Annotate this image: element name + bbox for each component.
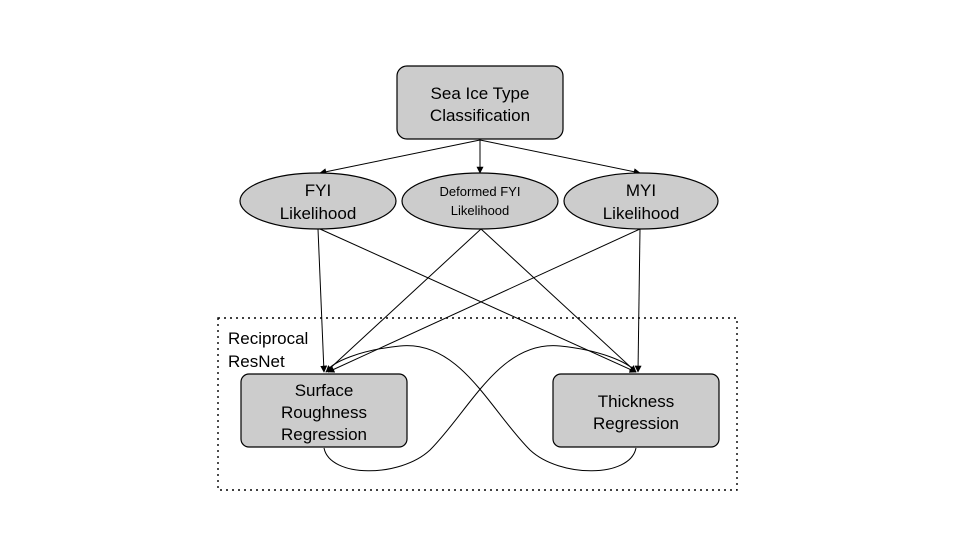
edge-myi-roughness <box>327 228 641 373</box>
node-roughness-line-2: Roughness <box>281 403 367 422</box>
group-label-line-2: ResNet <box>228 352 285 371</box>
node-deformed-fyi-likelihood <box>401 172 559 230</box>
curve-roughness-to-thickness <box>323 345 637 472</box>
node-deformed-line-1: Deformed FYI <box>440 184 521 199</box>
node-classification-line-1: Sea Ice Type <box>431 84 530 103</box>
node-roughness-line-1: Surface <box>295 381 354 400</box>
node-myi-likelihood <box>563 172 719 230</box>
edge-myi-thickness <box>634 228 642 373</box>
node-thickness-line-2: Regression <box>593 414 679 433</box>
reciprocal-resnet-group <box>217 317 738 491</box>
node-thickness-line-1: Thickness <box>598 392 675 411</box>
node-myi-line-1: MYI <box>626 181 656 200</box>
edge-classification-fyi <box>319 139 481 176</box>
group-label-line-1: Reciprocal <box>228 329 308 348</box>
node-fyi-likelihood <box>239 172 397 230</box>
node-myi-line-2: Likelihood <box>603 204 680 223</box>
node-thickness-regression <box>552 373 720 448</box>
node-fyi-line-1: FYI <box>305 181 331 200</box>
node-sea-ice-type-classification <box>396 65 564 140</box>
edge-fyi-thickness <box>319 228 637 373</box>
edge-fyi-roughness <box>317 228 328 373</box>
node-fyi-line-2: Likelihood <box>280 204 357 223</box>
node-deformed-line-2: Likelihood <box>451 203 510 218</box>
node-classification-line-2: Classification <box>430 106 530 125</box>
node-roughness-line-3: Regression <box>281 425 367 444</box>
node-surface-roughness-regression <box>240 373 408 448</box>
edge-deformed-thickness <box>480 228 637 373</box>
curve-thickness-to-roughness <box>325 345 637 472</box>
edge-deformed-roughness <box>325 228 482 373</box>
edge-classification-myi <box>479 139 641 176</box>
